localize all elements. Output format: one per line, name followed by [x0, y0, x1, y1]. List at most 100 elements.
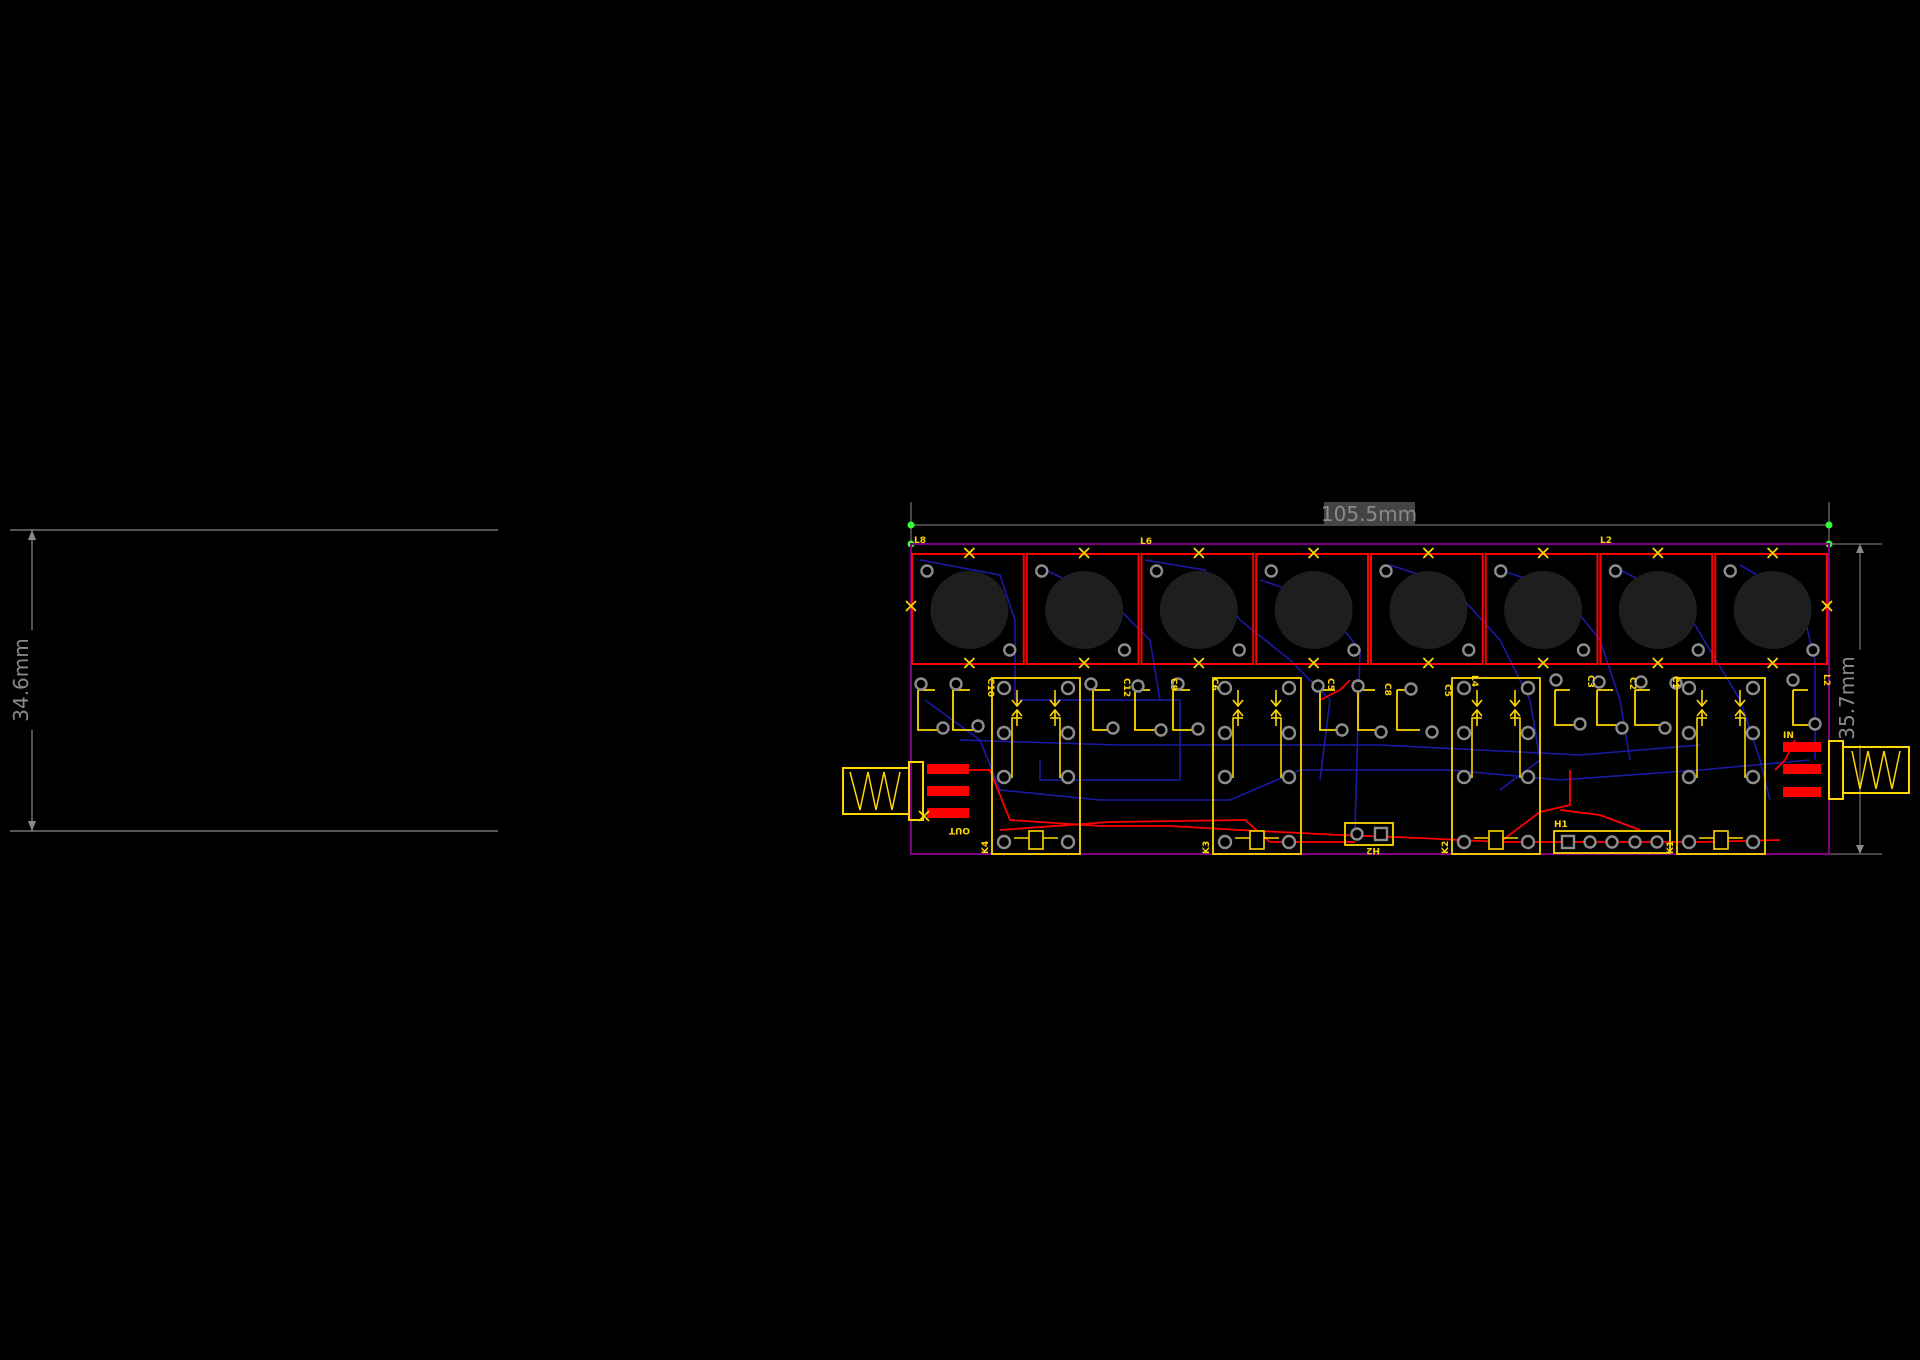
- sma-connector-in[interactable]: [1783, 740, 1910, 800]
- pad: [1745, 725, 1761, 741]
- pad: [996, 834, 1012, 850]
- pad: [1171, 677, 1185, 691]
- cross-marker-icon: [1307, 547, 1320, 559]
- relay-k2[interactable]: K2: [1441, 677, 1541, 855]
- arrow-down-icon: [1232, 690, 1244, 708]
- sma-in-pad-3: [1783, 787, 1821, 797]
- inductor[interactable]: [1714, 547, 1828, 669]
- pad: [1658, 721, 1672, 735]
- pad: [1745, 769, 1761, 785]
- pad: [1806, 643, 1820, 657]
- label-l1: L2: [1821, 674, 1831, 686]
- connector-h2-outline: [1344, 822, 1394, 846]
- pad: [1217, 680, 1233, 696]
- pad: [1311, 679, 1325, 693]
- relay-contact: [1696, 717, 1746, 778]
- inductor[interactable]: [1370, 547, 1484, 669]
- inductor-body: [1389, 571, 1468, 649]
- relay-coil: [1249, 830, 1265, 850]
- arrow-up-icon: [1270, 708, 1282, 726]
- pad: [1373, 826, 1389, 842]
- relay-outline: [991, 677, 1081, 855]
- inductor[interactable]: [911, 547, 1025, 669]
- pad: [1374, 725, 1388, 739]
- cross-marker-icon: [1078, 657, 1090, 669]
- pad: [1681, 769, 1697, 785]
- inductor-body: [1159, 571, 1238, 649]
- inductor-body: [1618, 571, 1697, 649]
- cross-marker-icon: [1652, 657, 1664, 669]
- cross-marker-icon: [1766, 657, 1779, 669]
- pad: [1520, 680, 1536, 696]
- board-height-dimension: 35.7mm: [1829, 543, 1882, 855]
- relay-coil: [1028, 830, 1044, 850]
- pad: [920, 564, 934, 578]
- width-label-background: [1324, 502, 1415, 526]
- sma-connector-out[interactable]: [842, 761, 969, 822]
- inductor[interactable]: [1025, 547, 1140, 669]
- pad: [1494, 564, 1508, 578]
- pad: [1634, 675, 1648, 689]
- pad: [1786, 673, 1800, 687]
- inductor[interactable]: [1255, 547, 1369, 669]
- cross-marker-icon: [1652, 547, 1664, 559]
- label-l4: L4: [1469, 675, 1479, 687]
- inductor[interactable]: [1599, 547, 1714, 669]
- pad: [1615, 721, 1629, 735]
- cross-marker-icon: [1078, 547, 1090, 559]
- inductor[interactable]: [1484, 547, 1599, 669]
- sma-in-thread: [1851, 750, 1901, 790]
- cross-marker-icon: [963, 547, 976, 559]
- pcb-board[interactable]: 105.5mm 35.7mm: [842, 502, 1910, 855]
- pad: [1404, 682, 1418, 696]
- pad: [1281, 769, 1297, 785]
- pad: [1350, 827, 1364, 841]
- label-in: IN: [1783, 731, 1794, 741]
- arrow-up-icon: [1509, 708, 1521, 726]
- pad: [1628, 835, 1642, 849]
- relay-k1[interactable]: K1: [1666, 677, 1766, 855]
- connector-h1[interactable]: [1553, 830, 1671, 854]
- sma-out-pad-2: [927, 786, 969, 796]
- cross-marker-icon: [918, 810, 930, 822]
- arrow-down-icon: [1049, 690, 1061, 708]
- pad: [1583, 835, 1597, 849]
- left-dimension-panel: 34.6mm: [9, 529, 498, 832]
- sma-out-pad-1: [927, 764, 969, 774]
- pad: [996, 769, 1012, 785]
- board-height-label: 35.7mm: [1835, 656, 1859, 740]
- label-c6: C6: [1209, 678, 1219, 691]
- capacitor-row: [917, 689, 1815, 731]
- pad: [1264, 564, 1278, 578]
- board-outline: [910, 543, 1830, 855]
- pad: [1462, 643, 1476, 657]
- sma-in-pad-2: [1783, 764, 1821, 774]
- pad: [1745, 834, 1761, 850]
- cross-marker-icon: [1307, 657, 1320, 669]
- relay-k3[interactable]: K3: [1202, 677, 1302, 855]
- pad: [1691, 643, 1705, 657]
- pad: [1681, 680, 1697, 696]
- pad: [1608, 564, 1623, 578]
- pad: [1217, 769, 1233, 785]
- inductor[interactable]: [1140, 547, 1255, 669]
- pad: [1425, 725, 1439, 739]
- relay-k4[interactable]: K4: [981, 677, 1081, 855]
- arrow-up-icon: [1696, 708, 1708, 726]
- pad: [936, 721, 950, 735]
- label-l2: L2: [1600, 536, 1612, 546]
- designator-labels: L8 L6 L2 C10 C12 C9 C6 C5 C8 C5 L4 C3 C2…: [914, 536, 1831, 855]
- pad: [1217, 834, 1233, 850]
- sma-in-body: [1842, 746, 1910, 794]
- pad: [1669, 676, 1683, 690]
- arrow-up-icon: [1734, 708, 1746, 726]
- cross-marker-icon: [963, 657, 976, 669]
- cross-markers: [905, 600, 1833, 612]
- connector-h2[interactable]: [1344, 822, 1394, 846]
- relay-label: K2: [1441, 841, 1451, 854]
- pad: [1605, 835, 1619, 849]
- pad: [1060, 769, 1076, 785]
- label-out: OUT: [948, 825, 970, 835]
- relay-contact: [1471, 717, 1521, 778]
